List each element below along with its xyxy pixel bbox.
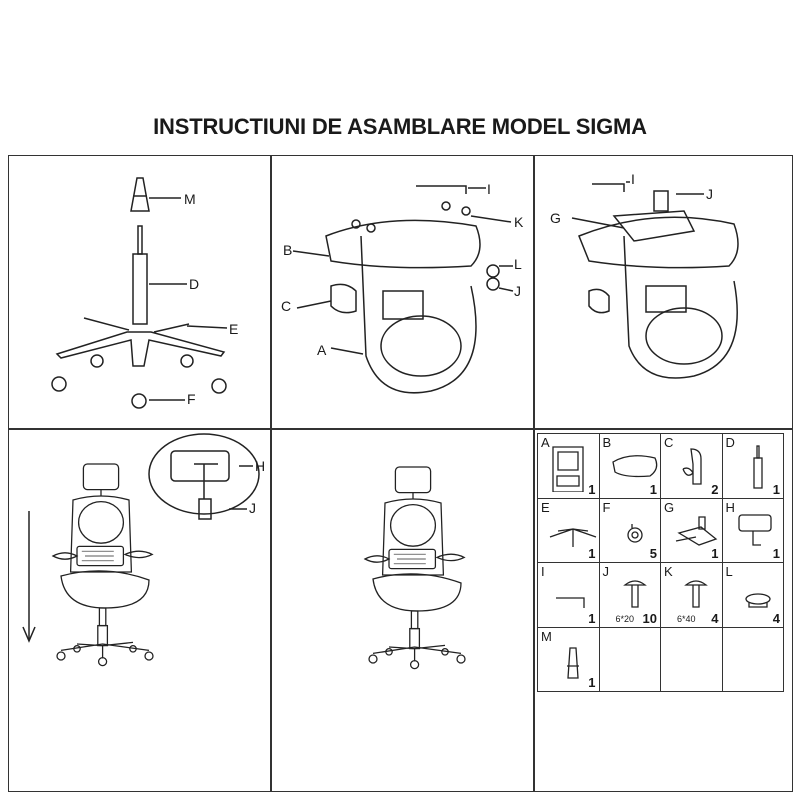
part-letter: L <box>725 564 733 579</box>
bolt-icon <box>684 580 708 608</box>
finished-chair-illustration <box>364 466 466 670</box>
step-4-panel: H J <box>8 428 272 792</box>
label-h: H <box>255 458 266 474</box>
part-quantity: 1 <box>588 610 596 626</box>
empty-cell <box>599 627 661 692</box>
label-b: B <box>283 242 293 258</box>
step-2-panel: I K B L J C A <box>270 155 535 430</box>
part-letter: M <box>541 628 552 644</box>
part-quantity: 1 <box>772 481 780 497</box>
part-letter: E <box>541 499 550 515</box>
gas-lift-icon <box>752 445 763 489</box>
part-spec: 6*20 <box>615 613 635 624</box>
part-quantity: 2 <box>711 481 719 497</box>
headrest-icon <box>737 513 772 546</box>
part-letter: A <box>541 435 550 450</box>
label-c: C <box>281 298 292 314</box>
label-d: D <box>189 276 200 292</box>
part-letter: K <box>664 564 673 579</box>
label-l: L <box>514 256 522 272</box>
label-e: E <box>229 321 239 337</box>
part-letter: C <box>664 435 674 450</box>
part-letter: F <box>602 499 611 515</box>
base-assembly-illustration <box>51 177 228 409</box>
part-letter: B <box>602 435 612 450</box>
label-i: I <box>487 181 491 197</box>
headrest-assembly-illustration <box>22 433 260 667</box>
seat-icon <box>611 455 657 478</box>
part-quantity: 1 <box>588 675 596 690</box>
label-j: J <box>706 186 713 202</box>
label-m: M <box>184 191 196 207</box>
cover-icon <box>567 646 579 679</box>
page-title: INSTRUCTIUNI DE ASAMBLARE MODEL SIGMA <box>153 114 647 139</box>
step-3-panel: I J G <box>533 155 793 430</box>
part-quantity: 4 <box>711 610 719 626</box>
part-quantity: 1 <box>711 546 719 561</box>
cap-icon <box>744 593 771 608</box>
mechanism-icon <box>675 515 718 546</box>
mechanism-assembly-illustration <box>571 181 739 379</box>
label-f: F <box>187 391 196 407</box>
parts-list-panel <box>533 428 793 792</box>
base-icon <box>549 527 597 547</box>
caster-icon <box>626 523 643 543</box>
part-letter: I <box>541 564 545 579</box>
label-i: I <box>631 171 635 187</box>
part-letter: D <box>725 435 735 450</box>
part-cell-k: K 6*40 4 <box>661 563 723 628</box>
step-5-panel <box>270 428 535 792</box>
part-quantity: 1 <box>588 481 596 497</box>
label-a: A <box>317 342 327 358</box>
part-letter: J <box>602 564 610 579</box>
backrest-icon <box>552 446 584 492</box>
empty-cell <box>722 627 784 692</box>
part-quantity: 4 <box>772 610 780 626</box>
part-quantity: 1 <box>649 481 657 497</box>
label-k: K <box>514 214 524 230</box>
part-quantity: 1 <box>588 546 596 561</box>
seat-backrest-assembly-illustration <box>292 185 514 394</box>
part-quantity: 1 <box>772 546 780 561</box>
label-g: G <box>550 210 561 226</box>
allen-key-icon <box>556 597 585 608</box>
part-letter: H <box>725 499 735 515</box>
part-letter: G <box>664 499 675 515</box>
bolt-icon <box>622 580 647 608</box>
armrest-icon <box>682 448 702 485</box>
label-j: J <box>514 283 521 299</box>
label-j: J <box>249 500 256 516</box>
part-quantity: 5 <box>649 546 657 561</box>
part-quantity: 10 <box>642 610 657 626</box>
part-cell-j: J 6*20 10 <box>599 563 661 628</box>
step-1-panel: M D E F <box>8 155 272 430</box>
part-spec: 6*40 <box>677 613 696 624</box>
empty-cell <box>661 627 723 692</box>
